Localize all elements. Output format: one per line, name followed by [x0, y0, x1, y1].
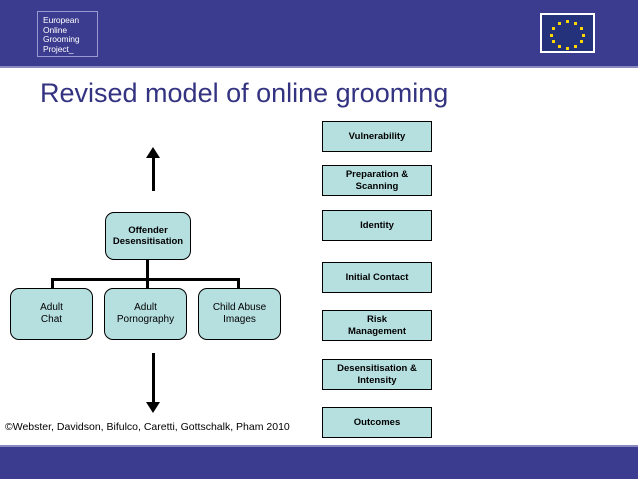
- eu-star-icon: [574, 22, 577, 25]
- arrow-up-head: [146, 147, 160, 158]
- flow-box-offender-desensitisation: Offender Desensitisation: [105, 212, 191, 260]
- eu-star-icon: [580, 40, 583, 43]
- footer-accent-line: [0, 445, 638, 447]
- flow-box-adult-pornography: Adult Pornography: [104, 288, 187, 340]
- arrow-down-shaft: [152, 353, 155, 404]
- flow-box-child-label: Adult Chat: [40, 301, 63, 326]
- eu-star-icon: [580, 27, 583, 30]
- connector-drop-3: [237, 278, 240, 289]
- stage-box-label: Initial Contact: [345, 271, 409, 283]
- footer-band: [0, 447, 638, 479]
- header-accent-line: [0, 66, 638, 68]
- credit-line: ©Webster, Davidson, Bifulco, Caretti, Go…: [5, 421, 290, 433]
- stage-box-risk-management: Risk Management: [322, 310, 432, 341]
- eu-star-icon: [582, 34, 585, 37]
- connector-drop-1: [51, 278, 54, 289]
- stage-box-outcomes: Outcomes: [322, 407, 432, 438]
- page-title: Revised model of online grooming: [40, 78, 449, 108]
- eu-star-icon: [552, 27, 555, 30]
- stage-box-label: Risk Management: [347, 314, 407, 337]
- stage-box-identity: Identity: [322, 210, 432, 241]
- flow-box-child-abuse-images: Child Abuse Images: [198, 288, 281, 340]
- eu-flag: [540, 13, 595, 53]
- flow-box-child-label: Child Abuse Images: [212, 301, 267, 326]
- connector-horizontal-bar: [51, 278, 240, 281]
- stage-box-label: Desensitisation & Intensity: [337, 363, 417, 386]
- eu-star-icon: [550, 34, 553, 37]
- stage-box-desensitisation-intensity: Desensitisation & Intensity: [322, 359, 432, 390]
- flow-box-adult-chat: Adult Chat: [10, 288, 93, 340]
- eu-star-icon: [566, 47, 569, 50]
- flow-box-child-label: Adult Pornography: [116, 301, 175, 326]
- stage-box-label: Outcomes: [353, 416, 401, 428]
- stage-box-label: Vulnerability: [348, 130, 406, 142]
- connector-vertical-stem: [146, 259, 149, 281]
- stage-box-preparation-scanning: Preparation & Scanning: [322, 165, 432, 196]
- arrow-up-shaft: [152, 157, 155, 191]
- stage-box-vulnerability: Vulnerability: [322, 121, 432, 152]
- project-logo: European Online Grooming Project_: [37, 11, 98, 57]
- project-logo-text: European Online Grooming Project_: [43, 15, 80, 54]
- header-band: [0, 0, 638, 67]
- eu-star-icon: [558, 45, 561, 48]
- eu-flag-field: [542, 15, 593, 51]
- eu-star-icon: [574, 45, 577, 48]
- arrow-down-head: [146, 402, 160, 413]
- stage-box-initial-contact: Initial Contact: [322, 262, 432, 293]
- eu-star-icon: [566, 20, 569, 23]
- stage-box-label: Preparation & Scanning: [345, 169, 409, 192]
- eu-star-icon: [558, 22, 561, 25]
- connector-drop-2: [146, 278, 149, 289]
- eu-star-icon: [552, 40, 555, 43]
- flow-box-parent-label: Offender Desensitisation: [112, 224, 184, 248]
- stage-box-label: Identity: [360, 219, 394, 231]
